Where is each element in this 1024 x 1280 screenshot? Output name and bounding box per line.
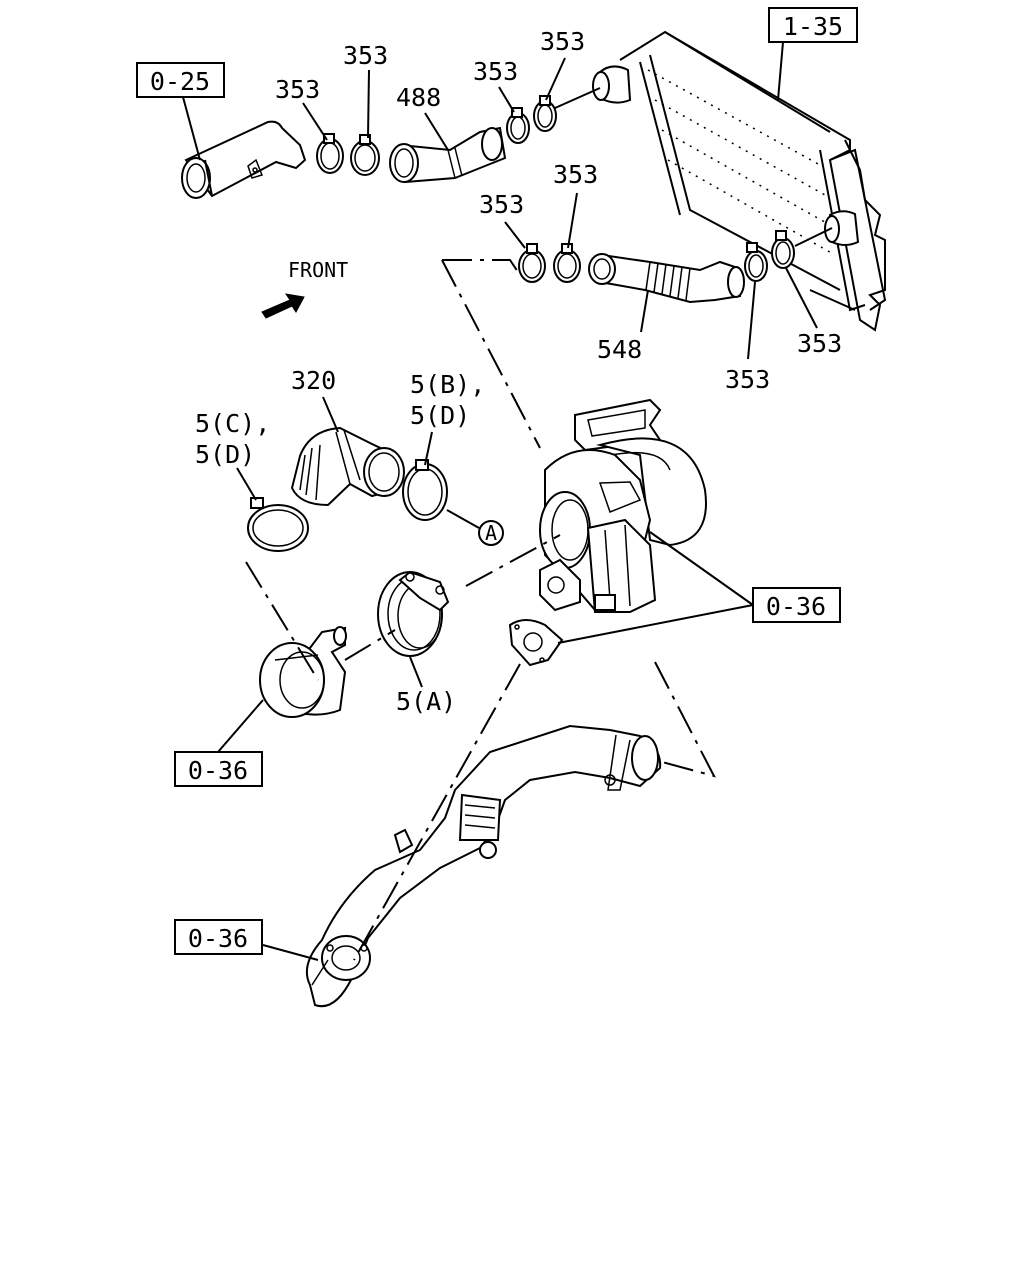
- part-353-label: 353: [725, 365, 770, 394]
- part-353-label: 353: [553, 160, 598, 189]
- part-5c-label: 5(C),: [195, 409, 270, 438]
- part-488-label: 488: [396, 83, 441, 112]
- leader-lines: [182, 41, 818, 961]
- ref-box-0-36-right[interactable]: 0-36: [752, 587, 841, 623]
- ref-0-36-right-label: 0-36: [766, 592, 826, 621]
- intercooler: [592, 30, 887, 332]
- ref-1-35-label: 1-35: [783, 12, 843, 41]
- exhaust-pipe: [306, 724, 662, 1008]
- v-clamp-5a: [377, 570, 450, 657]
- part-353-label: 353: [479, 190, 524, 219]
- part-353-label: 353: [343, 41, 388, 70]
- ref-0-36-bottom-label: 0-36: [188, 924, 248, 953]
- front-label: FRONT: [288, 258, 348, 282]
- compressor-outlet: [259, 626, 347, 718]
- hose-clamp-middle-1: [518, 243, 546, 283]
- upper-inlet-pipe: [181, 120, 307, 199]
- hose-clamp-upper-2: [350, 134, 380, 176]
- part-353-label: 353: [275, 75, 320, 104]
- part-548-label: 548: [597, 335, 642, 364]
- ref-box-0-25[interactable]: 0-25: [136, 62, 225, 98]
- front-arrow-icon: [261, 293, 305, 319]
- part-320-label: 320: [291, 366, 336, 395]
- ref-box-0-36-left[interactable]: 0-36: [174, 751, 263, 787]
- ref-box-0-36-bottom[interactable]: 0-36: [174, 919, 263, 955]
- part-353-label: 353: [473, 57, 518, 86]
- part-5b-label: 5(B),: [410, 370, 485, 399]
- hose-clamp-upper-3: [506, 107, 530, 144]
- clamp-5b: [402, 459, 448, 521]
- marker-a-label: A: [485, 521, 497, 545]
- hose-clamp-upper-1: [316, 133, 344, 174]
- hose-clamp-middle-4: [771, 230, 795, 269]
- part-5a-label: 5(A): [396, 687, 456, 716]
- ref-0-25-label: 0-25: [150, 67, 210, 96]
- turbocharger: [539, 398, 707, 613]
- elbow-hose-320: [290, 426, 405, 507]
- part-5d-label: 5(D): [195, 440, 255, 469]
- hose-clamp-middle-2: [553, 243, 581, 283]
- hose-548: [588, 253, 745, 304]
- hose-clamp-middle-3: [744, 242, 768, 282]
- center-lines: [245, 259, 716, 961]
- ref-box-1-35[interactable]: 1-35: [768, 7, 858, 43]
- part-353-label: 353: [540, 27, 585, 56]
- hose-488: [389, 126, 507, 184]
- clamp-5c: [247, 497, 309, 552]
- ref-0-36-left-label: 0-36: [188, 756, 248, 785]
- part-5d-label: 5(D): [410, 401, 470, 430]
- part-353-label: 353: [797, 329, 842, 358]
- marker-a: A: [478, 520, 504, 546]
- gasket: [508, 619, 564, 667]
- hose-clamp-upper-4: [533, 95, 557, 132]
